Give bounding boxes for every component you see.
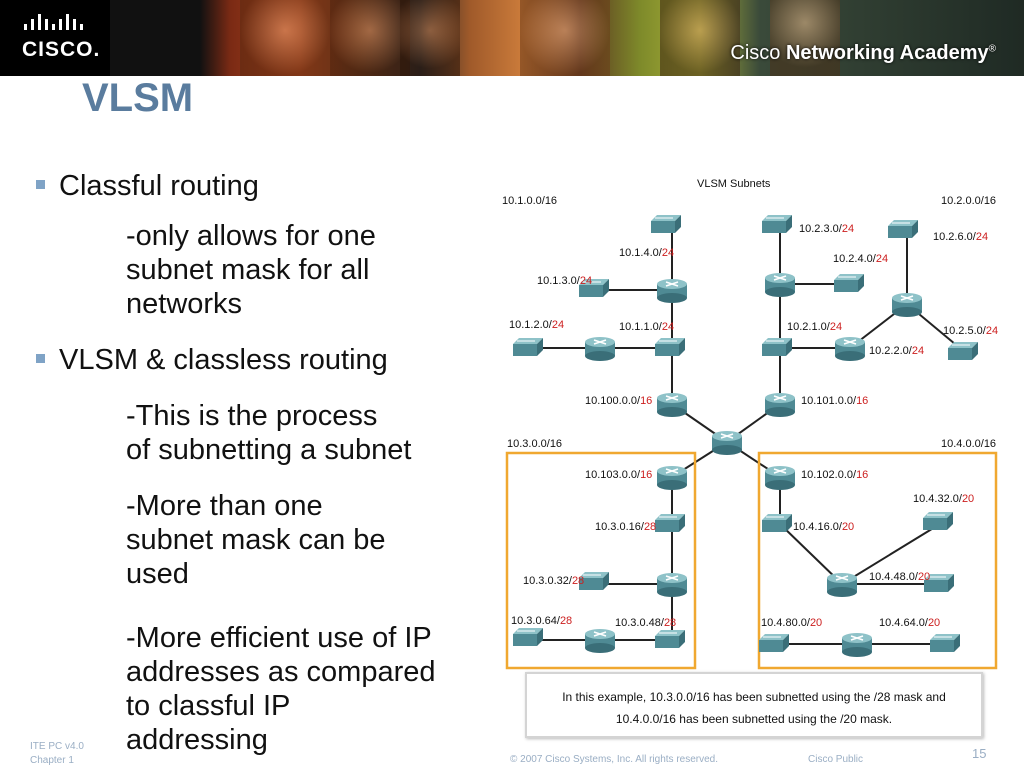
sub-point: -This is the process of subnetting a sub… (126, 400, 412, 466)
course-label: ITE PC v4.0 (30, 741, 84, 752)
diagram-caption: In this example, 10.3.0.0/16 has been su… (525, 672, 983, 738)
subnet-label: 10.2.2.0/24 (869, 345, 924, 357)
header-banner: CISCO. Cisco Networking Academy® (0, 0, 1024, 76)
copyright-text: © 2007 Cisco Systems, Inc. All rights re… (510, 754, 719, 765)
bullet-vlsm-classless: VLSM & classless routing (36, 344, 388, 377)
bullet-classful-routing: Classful routing (36, 170, 259, 203)
subnet-label: 10.4.16.0/20 (793, 521, 854, 533)
diagram-title: VLSM Subnets (697, 178, 771, 190)
academy-brand: Cisco Networking Academy® (730, 42, 996, 65)
subnet-label: 10.103.0.0/16 (585, 469, 652, 481)
subnet-label: 10.2.3.0/24 (799, 223, 854, 235)
subnet-label: 10.1.4.0/24 (619, 247, 674, 259)
bullet-label: VLSM & classless routing (59, 344, 388, 376)
banner-photo (400, 0, 460, 76)
academy-brand-prefix: Cisco (730, 42, 786, 64)
corner-label: 10.3.0.0/16 (507, 438, 562, 450)
banner-photo (240, 0, 330, 76)
subnet-box-10-3 (505, 451, 697, 670)
subnet-label: 10.1.3.0/24 (537, 275, 592, 287)
diagram-labels: VLSM Subnets 10.1.0.0/16 10.2.0.0/16 10.… (502, 178, 998, 629)
subnet-label: 10.2.5.0/24 (943, 325, 998, 337)
bullet-label: Classful routing (59, 170, 259, 202)
subnet-label: 10.1.1.0/24 (619, 321, 674, 333)
sub-point: -only allows for one subnet mask for all… (126, 220, 376, 320)
page-number: 15 (972, 746, 987, 761)
cisco-logo: CISCO. (0, 0, 110, 76)
subnet-label: 10.101.0.0/16 (801, 395, 868, 407)
sub-point: -More efficient use of IP addresses as c… (126, 622, 436, 756)
subnet-label: 10.2.1.0/24 (787, 321, 842, 333)
classification-text: Cisco Public (808, 754, 864, 765)
subnet-label: 10.102.0.0/16 (801, 469, 868, 481)
subnet-label: 10.4.48.0/20 (869, 571, 930, 583)
subnet-label: 10.3.0.32/28 (523, 575, 584, 587)
cisco-logo-text: CISCO. (22, 38, 101, 61)
bullet-square-icon (36, 179, 45, 189)
subnet-label: 10.4.64.0/20 (879, 617, 940, 629)
corner-label: 10.4.0.0/16 (941, 438, 996, 450)
subnet-box-10-4 (757, 451, 998, 670)
academy-brand-name: Networking Academy (785, 42, 989, 64)
caption-line: In this example, 10.3.0.0/16 has been su… (562, 690, 946, 704)
sub-point: -More than one subnet mask can be used (126, 490, 386, 590)
subnet-label: 10.100.0.0/16 (585, 395, 652, 407)
slide-title: VLSM (82, 76, 194, 120)
subnet-label: 10.4.80.0/20 (761, 617, 822, 629)
banner-photo (520, 0, 610, 76)
cisco-bridge-icon (24, 14, 83, 30)
caption-line: 10.4.0.0/16 has been subnetted using the… (615, 712, 893, 726)
banner-photo (770, 0, 840, 76)
subnet-label: 10.2.4.0/24 (833, 253, 888, 265)
banner-photo (330, 0, 410, 76)
subnet-label: 10.3.0.48/28 (615, 617, 676, 629)
corner-label: 10.2.0.0/16 (941, 195, 996, 207)
bullet-square-icon (36, 353, 45, 363)
subnet-label: 10.3.0.16/28 (595, 521, 656, 533)
subnet-label: 10.4.32.0/20 (913, 493, 974, 505)
banner-photo (660, 0, 740, 76)
vlsm-network-diagram: VLSM Subnets 10.1.0.0/16 10.2.0.0/16 10.… (502, 178, 998, 670)
registered-mark: ® (988, 43, 996, 55)
corner-label: 10.1.0.0/16 (502, 195, 557, 207)
subnet-label: 10.1.2.0/24 (509, 319, 564, 331)
chapter-label: Chapter 1 (30, 755, 74, 766)
subnet-label: 10.3.0.64/28 (511, 615, 572, 627)
subnet-label: 10.2.6.0/24 (933, 231, 988, 243)
